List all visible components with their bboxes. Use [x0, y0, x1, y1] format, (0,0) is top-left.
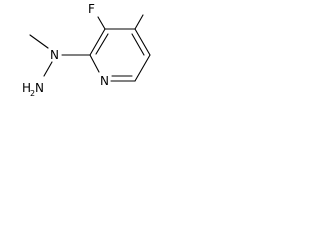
chemical-structure: F N N H 2 N: [22, 2, 151, 98]
bond-c2-c3: [89, 28, 106, 56]
bond-hydrazine-n-nh2: [43, 61, 53, 77]
pyridine-ring: [89, 28, 151, 82]
hydrazine-nitrogen-label: N: [50, 48, 59, 62]
amino-group-label: H 2 N: [22, 81, 44, 98]
bond-c5-c6: [134, 54, 151, 82]
amino-h-count-label: 2: [30, 89, 35, 98]
bond-c4-c5: [134, 28, 151, 56]
bond-c4-methyl: [134, 14, 144, 30]
amino-n-label: N: [35, 81, 44, 95]
double-bond-c2-c3: [95, 33, 109, 55]
bond-hydrazine-n-methyl: [29, 34, 49, 49]
double-bond-c4-c5: [131, 33, 145, 56]
ring-nitrogen-label: N: [100, 74, 109, 88]
bond-n1-c2: [89, 54, 100, 73]
bond-c3-f: [97, 16, 106, 30]
fluorine-label: F: [88, 2, 95, 16]
amino-h-label: H: [22, 81, 31, 95]
